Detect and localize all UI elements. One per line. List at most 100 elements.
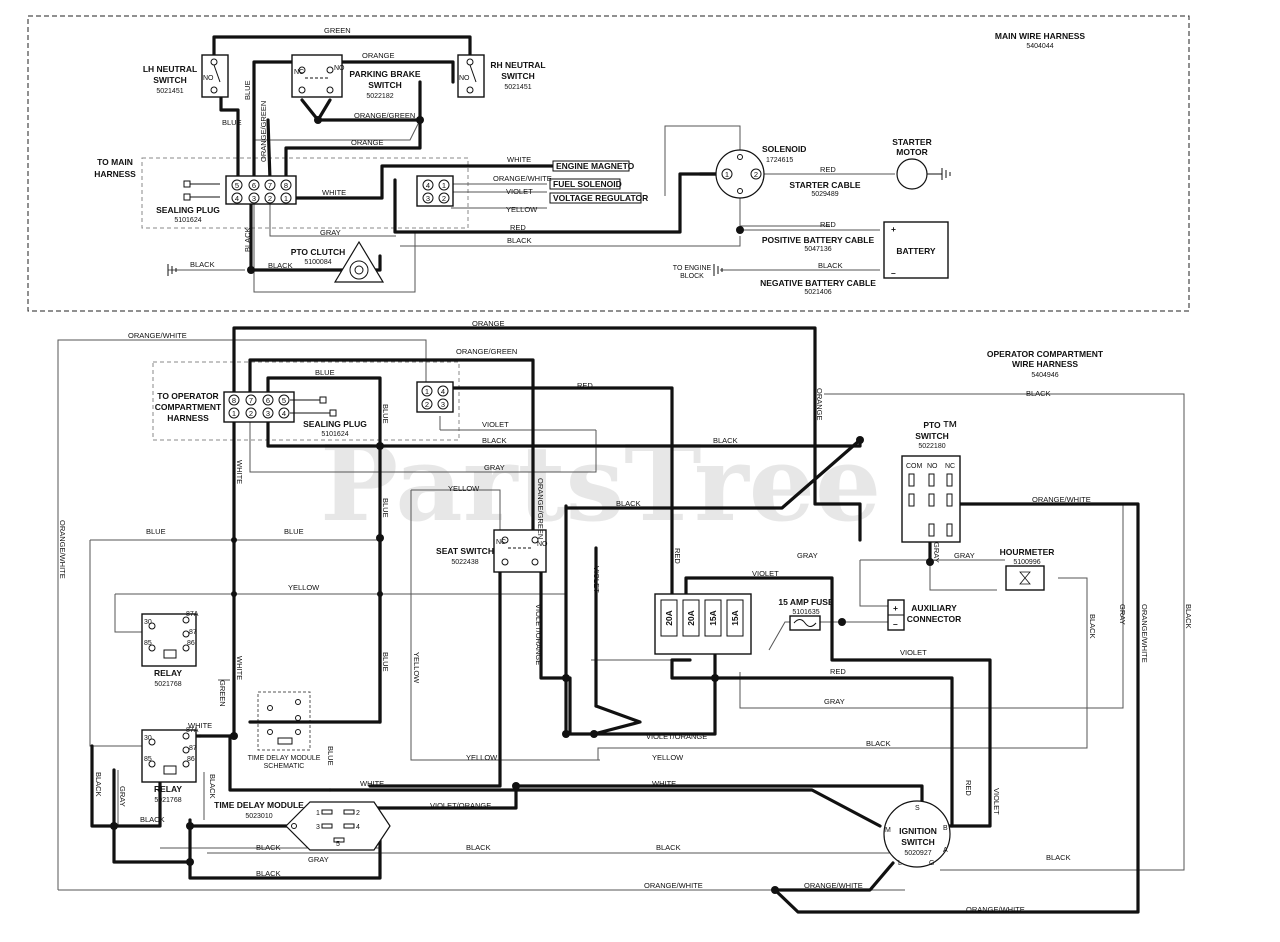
pto-pin-com: COM [906,463,923,470]
wire-label: BLACK [482,436,507,445]
pin: 1 [232,409,236,418]
pin: 1 [725,170,729,179]
relay-1[interactable]: 30 87A 87 85 86 [141,611,199,667]
sealing-plug-top-label: SEALING PLUG [156,205,220,215]
r1-pin: 86 [187,640,195,647]
wire-label: WHITE [360,779,384,788]
wire-label: BLACK [94,772,103,797]
junction [186,858,194,866]
wire-label: BLUE [243,80,252,100]
junction [736,226,744,234]
wire-label: GREEN [324,26,351,35]
wire-label: ORANGE [472,319,505,328]
battery-minus: – [891,268,896,278]
junction [856,436,864,444]
wire-label: GRAY [932,542,941,563]
wire-label: RED [830,667,846,676]
engine-block-label-1: TO ENGINE [673,265,712,272]
pb-nc: NC [294,69,304,76]
operator-connector-2[interactable]: 1 4 2 3 [416,381,454,413]
r2-pin: 86 [187,756,195,763]
ignition-part: 5020927 [904,850,931,857]
wire-label: BLACK [243,227,252,252]
junction [562,730,570,738]
ignition-switch[interactable]: S B A G L M IGNITION SWITCH 5020927 [883,800,951,868]
pin: 3 [426,194,430,203]
pin: 8 [232,396,236,405]
pto-switch-label-2: SWITCH [915,431,949,441]
pto-switch[interactable]: COM NO NC [901,455,961,543]
r2-pin: 87 [189,745,197,752]
seat-switch[interactable]: NC NO [493,529,548,573]
engine-connector[interactable]: 4 1 3 2 [416,175,454,207]
pin: 8 [284,181,288,190]
wire-label: RED [577,381,593,390]
inline-fuse[interactable] [789,615,821,631]
ign-pin-g: G [929,860,934,867]
junction [376,534,384,542]
fuse-block[interactable]: 20A 20A 15A 15A [654,593,752,655]
seat-switch-label: SEAT SWITCH [436,546,494,556]
main-harness-connector[interactable]: 5 6 7 8 4 3 2 1 [225,175,297,205]
wire-label: VIOLET/ORANGE [430,801,491,810]
thick-wires-bottom [90,326,1140,914]
wire-label: VIOLET [482,420,509,429]
operator-connector[interactable]: 8 7 6 5 1 2 3 4 [223,391,295,423]
operator-connector-border [152,361,460,441]
starter-cable-label: STARTER CABLE [789,180,860,190]
junction [230,732,238,740]
relay-2[interactable]: 30 87A 87 85 86 [141,727,199,783]
hourmeter-label: HOURMETER [1000,547,1055,557]
wire-label: ORANGE/GREEN [536,478,545,539]
wire-label: BLACK [818,261,843,270]
pin: 3 [441,400,445,409]
pin: 7 [268,181,272,190]
starter-cable-part: 5029489 [811,191,838,198]
r2-pin: 87A [186,727,199,734]
wire-label: ORANGE/WHITE [128,331,187,340]
wire-label: BLACK [1184,604,1193,629]
battery[interactable]: + – BATTERY [883,221,949,279]
hourmeter[interactable] [1005,565,1045,591]
starter-motor[interactable] [896,158,951,190]
fuse-4: 15A [730,610,740,626]
parking-brake-switch[interactable]: NC NO [291,54,345,98]
wire-label: YELLOW [466,753,498,762]
wire-label: RED [820,165,836,174]
engine-labels: ENGINE MAGNETO FUEL SOLENOID VOLTAGE REG… [549,160,648,204]
wire-label: GREEN [218,680,227,707]
wire-label: RED [510,223,526,232]
tdm-pin: 3 [316,824,320,831]
wire-label: ORANGE/WHITE [1032,495,1091,504]
tdm-schematic-label-1: TIME DELAY MODULE [248,755,321,762]
auxiliary-connector[interactable]: + – [887,599,905,631]
solenoid[interactable]: 1 2 [715,149,765,199]
wire-label: ORANGE/WHITE [644,881,703,890]
parking-brake-part: 5022182 [366,93,393,100]
wire-label: BLUE [381,498,390,518]
engine-ground-icon [713,264,723,276]
pin: 7 [249,396,253,405]
fuse-2: 20A [686,610,696,626]
wire-label: ORANGE/WHITE [966,905,1025,914]
time-delay-module[interactable]: 1 2 3 4 5 [285,801,391,851]
wire-label: GRAY [118,786,127,807]
wire-label: BLACK [1088,614,1097,639]
wire-label: YELLOW [288,583,320,592]
wire-label: BLACK [1026,389,1051,398]
tdm-schematic-icon [267,699,301,745]
wire-label: BLACK [190,260,215,269]
wire-label: ORANGE [351,138,384,147]
pin: 6 [252,181,256,190]
rh-neutral-switch[interactable]: NO [457,54,485,98]
pin: 1 [284,194,288,203]
wire-label: RED [673,548,682,564]
lh-neutral-switch[interactable]: NO [201,54,229,98]
pin: 5 [282,396,286,405]
ground-icon [167,264,177,276]
pto-switch-part: 5022180 [918,443,945,450]
pin: 2 [268,194,272,203]
pin: 5 [235,181,239,190]
wire-label: ORANGE/GREEN [259,101,268,162]
pin: 2 [425,400,429,409]
